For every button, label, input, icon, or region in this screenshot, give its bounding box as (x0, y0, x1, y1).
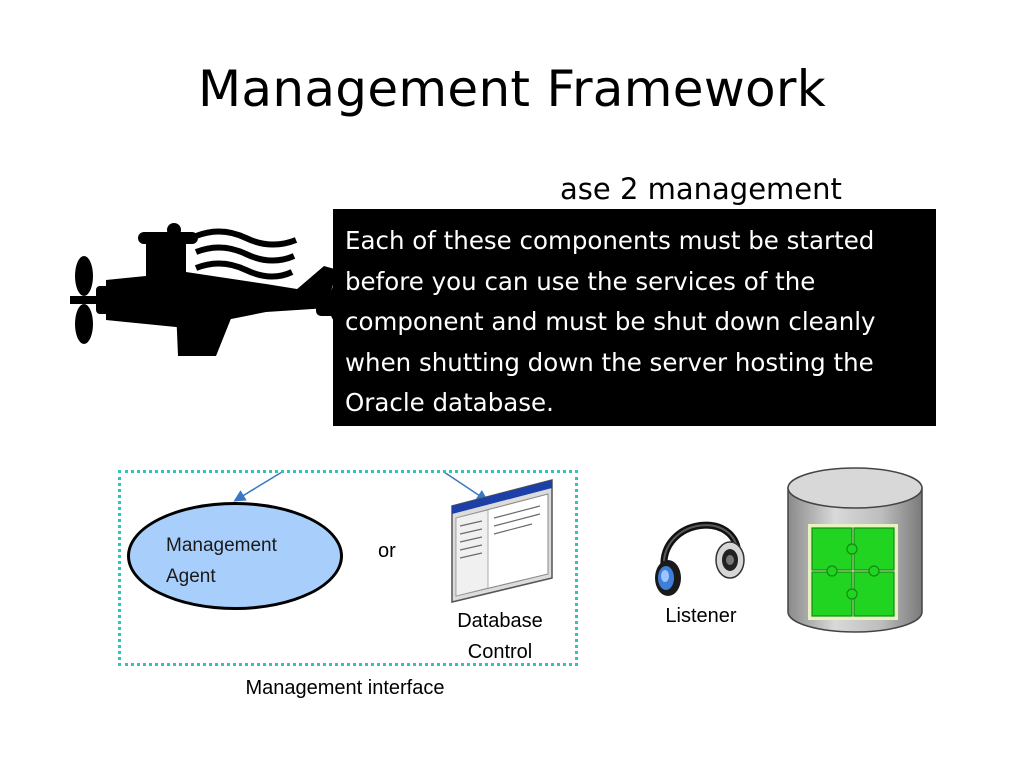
management-agent-label: Management Agent (166, 535, 277, 587)
browser-window-icon (451, 479, 553, 603)
listener-label: Listener (665, 605, 737, 627)
callout-text: Each of these components must be started… (345, 226, 876, 417)
airplane-icon (70, 223, 348, 356)
management-interface-label: Management interface (245, 677, 445, 699)
callout-box: Each of these components must be started… (333, 209, 936, 426)
arrow-to-console (443, 471, 489, 502)
arrow-to-agent (233, 471, 283, 502)
database-cylinder-icon (787, 467, 923, 633)
headphones-icon (655, 521, 745, 596)
management-interface-group (118, 470, 578, 666)
database-control-label: Database Control (457, 610, 543, 663)
bullet-fragment-text: ase 2 management (560, 172, 842, 206)
or-label: or (378, 540, 396, 562)
slide-title: Management Framework (197, 60, 827, 118)
management-agent-node (127, 502, 343, 610)
